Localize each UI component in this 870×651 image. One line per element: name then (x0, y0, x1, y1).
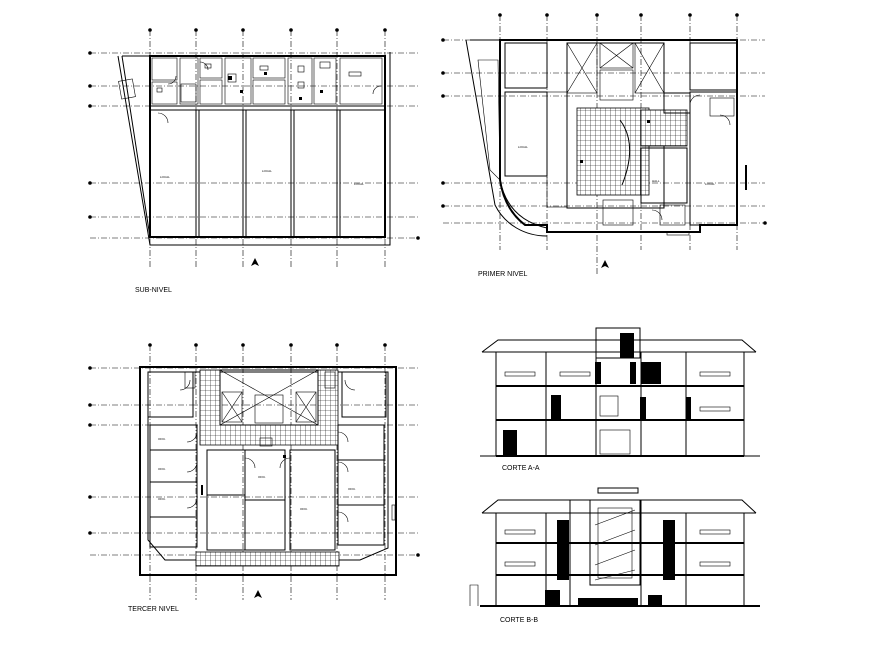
axis-markers (441, 13, 767, 268)
axis-markers (88, 343, 420, 598)
corte-b-title: CORTE B-B (500, 617, 538, 624)
svg-text:OFIC.: OFIC. (258, 475, 266, 479)
svg-text:HALL: HALL (652, 179, 660, 183)
svg-text:LOCAL: LOCAL (705, 182, 715, 186)
corte-a-title: CORTE A-A (502, 465, 540, 472)
svg-text:OFIC.: OFIC. (158, 437, 166, 441)
primer-nivel-title: PRIMER NIVEL (478, 271, 528, 278)
tercer-nivel-title: TERCER NIVEL (128, 606, 179, 613)
svg-text:LOCAL: LOCAL (354, 182, 364, 186)
section-corte-b-b: CORTE B-B (469, 487, 760, 624)
sub-nivel-title: SUB-NIVEL (135, 287, 172, 294)
plan-primer-nivel: LOCAL HALL LOCAL PRIMER NIVEL (441, 13, 767, 278)
svg-text:OFIC.: OFIC. (348, 487, 356, 491)
axis-grid (90, 30, 418, 268)
svg-text:OFIC.: OFIC. (300, 507, 308, 511)
svg-text:LOCAL: LOCAL (262, 169, 272, 173)
section-corte-a-a: CORTE A-A (480, 327, 760, 472)
axis-markers (88, 28, 420, 266)
svg-text:LOCAL: LOCAL (518, 145, 528, 149)
svg-text:OFIC.: OFIC. (158, 467, 166, 471)
plan-tercer-nivel: OFIC. OFIC. OFIC. OFIC. OFIC. OFIC. TERC… (88, 343, 420, 613)
svg-text:LOCAL: LOCAL (160, 175, 170, 179)
plan-sub-nivel: LOCAL LOCAL LOCAL SUB-NIVEL (88, 28, 420, 294)
svg-text:OFIC.: OFIC. (158, 497, 166, 501)
